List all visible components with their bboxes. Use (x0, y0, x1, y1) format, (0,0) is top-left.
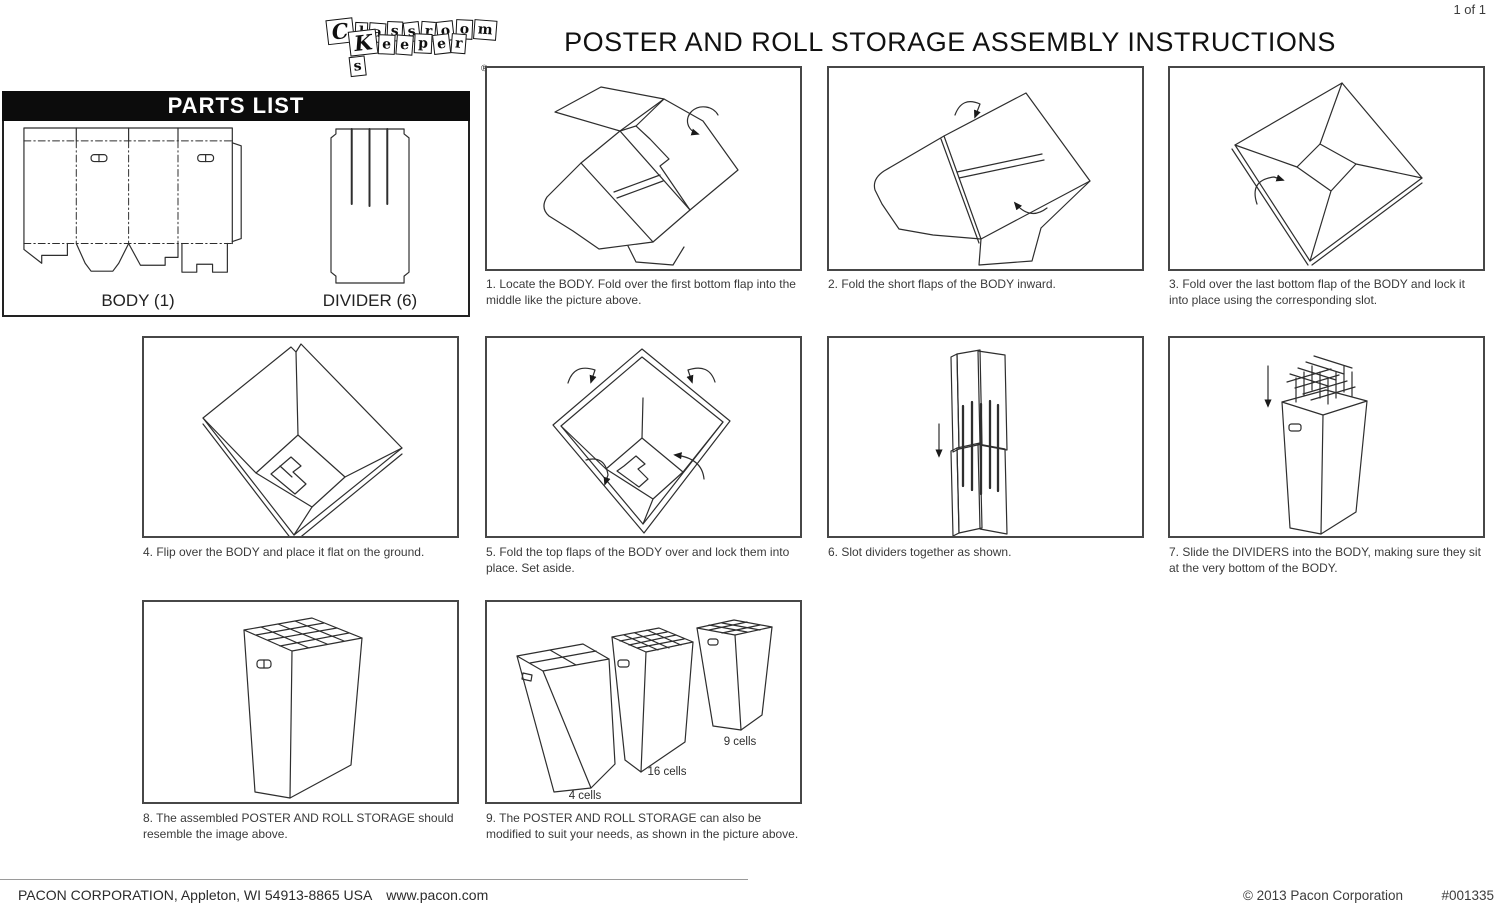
footer-copyright: © 2013 Pacon Corporation (1242, 888, 1403, 903)
step-panel-4 (142, 336, 459, 538)
step-caption-1: 1. Locate the BODY. Fold over the first … (486, 277, 796, 307)
page-number: 1 of 1 (1453, 2, 1486, 17)
parts-list: PARTS LIST BODY (1) (2, 91, 470, 317)
body-part-label: BODY (1) (101, 291, 175, 310)
step-figure-2 (873, 92, 1091, 266)
step-figure-1 (543, 86, 739, 266)
label-4-cells: 4 cells (569, 790, 602, 802)
page-title: POSTER AND ROLL STORAGE ASSEMBLY INSTRUC… (564, 27, 1336, 57)
label-9-cells: 9 cells (724, 736, 757, 748)
step-caption-2: 2. Fold the short flaps of the BODY inwa… (828, 277, 1056, 291)
step-caption-6: 6. Slot dividers together as shown. (828, 545, 1012, 559)
step-caption-8: 8. The assembled POSTER AND ROLL STORAGE… (143, 811, 454, 841)
step-panel-1 (485, 66, 802, 271)
footer-divider-line (0, 879, 748, 880)
step-panel-8 (142, 600, 459, 804)
divider-figure (330, 127, 410, 284)
step-caption-5: 5. Fold the top flaps of the BODY over a… (486, 545, 790, 575)
step-figure-8 (243, 617, 363, 799)
step-panel-7 (1168, 336, 1485, 538)
footer-website: www.pacon.com (386, 887, 489, 903)
label-16-cells: 16 cells (648, 766, 687, 778)
part-divider: DIVIDER (6) (272, 121, 468, 315)
step-panel-9: 4 cells 16 cells 9 cells (485, 600, 802, 804)
step-caption-9: 9. The POSTER AND ROLL STORAGE can also … (486, 811, 799, 841)
part-body: BODY (1) (4, 121, 272, 315)
step-caption-4: 4. Flip over the BODY and place it flat … (143, 545, 425, 559)
step-figure-9: 4 cells 16 cells 9 cells (516, 619, 773, 802)
footer-address: PACON CORPORATION, Appleton, WI 54913-88… (18, 887, 373, 903)
step-figure-7 (1264, 355, 1368, 535)
step-panel-5 (485, 336, 802, 538)
step-panel-2 (827, 66, 1144, 271)
divider-part-label: DIVIDER (6) (322, 291, 418, 310)
parts-list-header: PARTS LIST (2, 91, 470, 121)
body-flat-pattern-figure (23, 127, 242, 273)
step-figure-3 (1231, 82, 1423, 266)
footer-part-number: #001335 (1441, 888, 1494, 903)
step-figure-4 (202, 343, 403, 536)
step-panel-6 (827, 336, 1144, 538)
step-panel-3 (1168, 66, 1485, 271)
step-figure-6 (935, 349, 1008, 536)
step-figure-5 (552, 348, 731, 534)
step-caption-3: 3. Fold over the last bottom flap of the… (1169, 277, 1465, 307)
step-caption-7: 7. Slide the DIVIDERS into the BODY, mak… (1169, 545, 1481, 575)
